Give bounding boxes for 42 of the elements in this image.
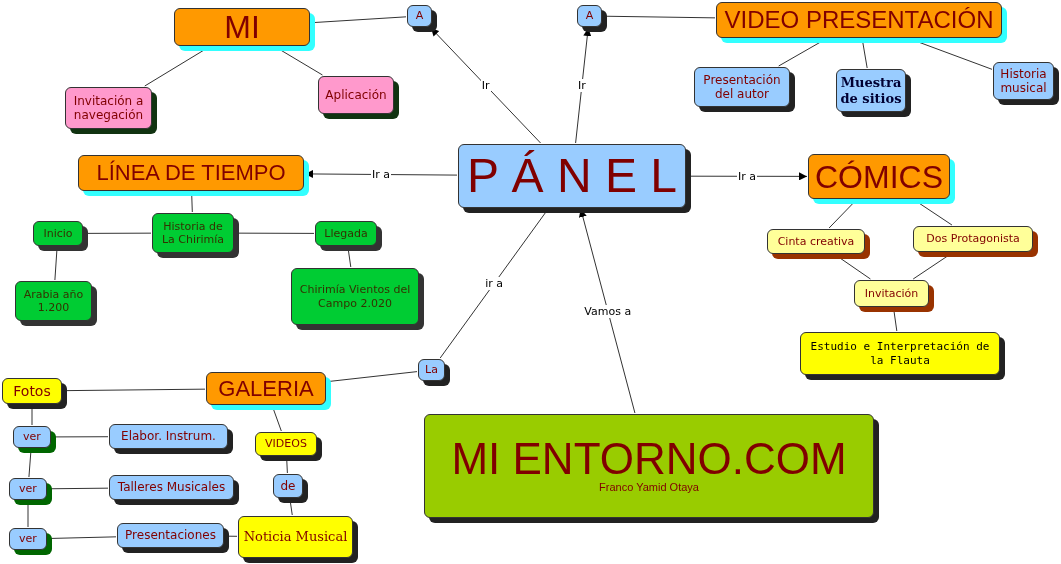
author-text: Franco Yamid Otaya	[599, 481, 699, 495]
node-text: de	[280, 478, 296, 494]
node-text: GALERIA	[218, 377, 314, 400]
node-text: Invitación a navegación	[72, 93, 145, 123]
node-text: Talleres Musicales	[117, 480, 226, 495]
node-text: ver	[19, 482, 37, 496]
edge-label: ir a	[484, 277, 504, 290]
node-text: Elabor. Instrum.	[121, 429, 216, 444]
node-text: La	[425, 363, 438, 377]
node-text: Arabia año 1.200	[22, 287, 85, 315]
node-text: Invitación	[864, 286, 919, 301]
node-text: Llegada	[324, 226, 368, 241]
node-text: Historia de La Chirimía	[160, 219, 226, 247]
node-text: Estudio e Interpretación de la Flauta	[809, 340, 991, 367]
node-text: ver	[23, 430, 41, 444]
edge-label: Vamos a	[583, 304, 633, 318]
node-text: Inicio	[43, 226, 73, 241]
node-text: VIDEO PRESENTACIÓN	[724, 8, 994, 32]
node-text: Noticia Musical	[243, 529, 348, 545]
node-text: Chirimía Vientos del Campo 2.020	[298, 283, 412, 310]
edge-label: Ir	[480, 79, 491, 92]
node-text: Historia musical	[999, 66, 1048, 96]
node-text: CÓMICS	[815, 160, 943, 193]
node-text: A	[585, 9, 594, 23]
edge-label: Ir	[576, 79, 587, 92]
node-text: ver	[19, 532, 37, 546]
node-text: Aplicación	[325, 87, 387, 103]
node-text: Presentaciones	[125, 528, 216, 543]
edge-label: Ir a	[737, 169, 757, 183]
node-text: Dos Protagonista	[926, 232, 1020, 246]
arrow	[430, 27, 542, 144]
node-text: Muestra de sitios	[840, 74, 902, 107]
node-text: Cinta creativa	[777, 234, 855, 249]
node-text: A	[415, 9, 424, 23]
edge-label: Ir a	[371, 168, 391, 181]
node-text: LÍNEA DE TIEMPO	[96, 162, 286, 184]
node-text: Fotos	[13, 382, 51, 400]
node-text: MI	[224, 11, 260, 43]
node-text: P Á N E L	[467, 152, 677, 200]
node-text: MI ENTORNO.COM	[451, 437, 847, 482]
node-text: VIDEOS	[265, 437, 307, 451]
node-text: Presentación del autor	[702, 72, 782, 102]
